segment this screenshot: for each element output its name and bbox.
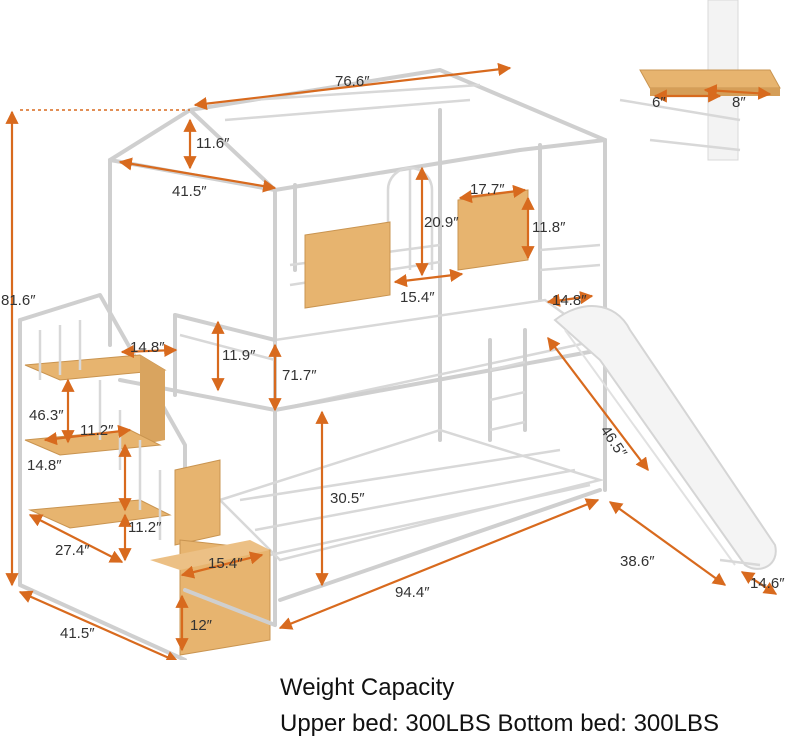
dim-stair-length: 27.4″ [55, 542, 90, 559]
dim-lower-clearance: 30.5″ [330, 490, 365, 507]
dim-slide-reach: 38.6″ [620, 553, 655, 570]
dim-step-width: 15.4″ [208, 555, 243, 572]
slide [553, 305, 777, 570]
dim-shelf-width: 8″ [732, 94, 746, 111]
window-and-panels [304, 166, 529, 309]
dim-roof-height: 11.6″ [196, 135, 230, 152]
dim-slide-length: 46.5″ [597, 423, 631, 462]
dim-guard-width: 14.8″ [130, 339, 165, 356]
dim-panel-width: 17.7″ [470, 181, 505, 198]
dim-bed-length: 94.4″ [395, 584, 430, 601]
dim-window-width: 15.4″ [400, 289, 435, 306]
dim-upper-clearance: 71.7″ [282, 367, 317, 384]
dim-step-height-1: 11.2″ [80, 422, 114, 439]
weight-capacity-values: Upper bed: 300LBS Bottom bed: 300LBS [280, 710, 719, 737]
dim-guard-height: 11.9″ [222, 347, 256, 364]
dim-bottom-step: 12″ [190, 617, 213, 634]
side-ladder [488, 328, 527, 442]
dim-stair-total: 46.3″ [29, 407, 64, 424]
dim-shelf-depth: 6″ [652, 94, 666, 111]
dim-panel-height: 11.8″ [532, 219, 566, 236]
dim-house-width: 41.5″ [172, 183, 207, 200]
shelf-inset-illustration [619, 0, 781, 161]
weight-capacity-title: Weight Capacity [280, 674, 455, 701]
dim-window-height: 20.9″ [424, 214, 459, 231]
dim-slide-width: 14.6″ [750, 575, 785, 592]
dim-step-height-2: 11.2″ [128, 519, 162, 536]
dim-roof-length: 76.6″ [335, 73, 370, 90]
dim-rail-gap: 14.8″ [552, 292, 587, 309]
dim-base-width: 41.5″ [60, 625, 95, 642]
dimension-arrows [5, 62, 778, 660]
dim-step-depth: 14.8″ [27, 457, 62, 474]
bunk-bed-illustration: 76.6″ 11.6″ 41.5″ 17.7″ 20.9″ 11.8″ 15.4… [1, 0, 785, 660]
dim-total-height: 81.6″ [1, 292, 36, 309]
